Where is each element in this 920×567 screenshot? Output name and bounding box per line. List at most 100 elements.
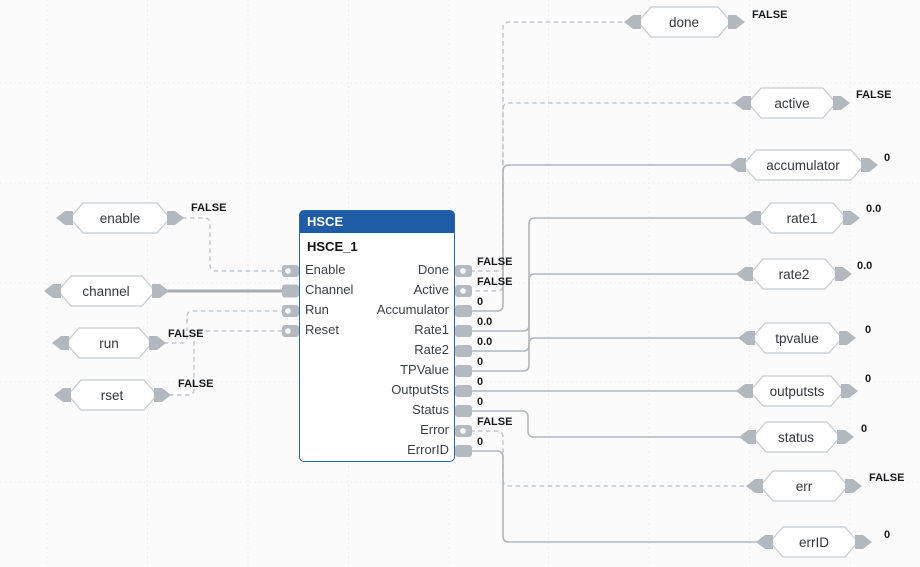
tag-left-connector-icon[interactable] bbox=[756, 535, 773, 549]
wire-enable-to-enable-pin[interactable] bbox=[182, 217, 282, 272]
tag-label: run bbox=[99, 336, 119, 351]
tag-right-connector-icon[interactable] bbox=[841, 384, 858, 398]
tag-value-rset: FALSE bbox=[178, 378, 213, 390]
pin-output-active-bool-dot bbox=[460, 288, 466, 294]
variable-tag-run[interactable]: run bbox=[52, 327, 166, 359]
wire-errorid-pin-to-errid[interactable] bbox=[470, 450, 758, 543]
wire-rate2-pin-to-rate2[interactable] bbox=[470, 273, 738, 352]
pin-output-accumulator[interactable] bbox=[455, 305, 472, 317]
wires-solid bbox=[167, 164, 758, 543]
wire-error-pin-to-err[interactable] bbox=[470, 430, 748, 487]
variable-tag-tpvalue[interactable]: tpvalue bbox=[738, 322, 856, 354]
pin-output-status[interactable] bbox=[455, 405, 472, 417]
variable-tag-outputsts[interactable]: outputsts bbox=[736, 375, 858, 407]
tag-label: outputsts bbox=[770, 384, 825, 399]
variable-tag-status[interactable]: status bbox=[739, 421, 854, 453]
variable-tag-done[interactable]: done bbox=[624, 6, 745, 38]
pin-input-channel[interactable] bbox=[282, 284, 299, 298]
tag-right-connector-icon[interactable] bbox=[154, 388, 171, 402]
pin-row: OutputSts bbox=[305, 380, 449, 400]
pin-input-run-bool-dot bbox=[285, 308, 291, 314]
wire-accumulator-pin-to-accumulator[interactable] bbox=[470, 164, 730, 312]
input-pin-label-run: Run bbox=[305, 302, 329, 317]
output-pin-values: FALSE FALSE 0 0.0 0.0 0 0 0 FALSE 0 bbox=[477, 256, 512, 448]
output-pin-label-rate1: Rate1 bbox=[414, 322, 449, 337]
pin-output-rate2[interactable] bbox=[455, 345, 472, 357]
tag-value-err: FALSE bbox=[869, 472, 904, 484]
tag-value-done: FALSE bbox=[752, 9, 787, 21]
pin-value-rate1: 0.0 bbox=[477, 316, 492, 328]
pin-output-tpvalue[interactable] bbox=[455, 365, 472, 377]
tag-right-connector-icon[interactable] bbox=[833, 96, 850, 110]
tag-value-rate2: 0.0 bbox=[857, 260, 872, 272]
tag-left-connector-icon[interactable] bbox=[746, 479, 763, 493]
tag-right-connector-icon[interactable] bbox=[839, 331, 856, 345]
variable-tag-accumulator[interactable]: accumulator bbox=[729, 149, 878, 181]
variable-tag-enable[interactable]: enable bbox=[56, 202, 184, 234]
variable-tag-active[interactable]: active bbox=[734, 87, 850, 119]
tag-right-connector-icon[interactable] bbox=[152, 284, 169, 298]
pin-value-outputsts: 0 bbox=[477, 376, 483, 388]
variable-tag-errid[interactable]: errID bbox=[756, 526, 872, 558]
wire-tpvalue-pin-to-tpvalue[interactable] bbox=[470, 337, 740, 372]
tag-right-connector-icon[interactable] bbox=[835, 267, 852, 281]
tag-left-connector-icon[interactable] bbox=[52, 336, 69, 350]
wire-done-pin-to-done[interactable] bbox=[470, 21, 626, 272]
tag-left-connector-icon[interactable] bbox=[44, 284, 61, 298]
pin-value-rate2: 0.0 bbox=[477, 336, 492, 348]
block-pins bbox=[282, 265, 472, 457]
tag-left-connector-icon[interactable] bbox=[738, 331, 755, 345]
tag-right-connector-icon[interactable] bbox=[728, 15, 745, 29]
tag-label: done bbox=[669, 15, 699, 30]
output-pin-label-error: Error bbox=[420, 422, 449, 437]
tag-label: rate2 bbox=[779, 267, 810, 282]
tag-right-connector-icon[interactable] bbox=[855, 535, 872, 549]
wire-status-pin-to-status[interactable] bbox=[470, 410, 741, 438]
pin-row: ErrorID bbox=[305, 440, 449, 460]
pin-value-accumulator: 0 bbox=[477, 296, 483, 308]
tag-left-connector-icon[interactable] bbox=[744, 211, 761, 225]
pin-value-done: FALSE bbox=[477, 256, 512, 268]
pin-output-outputsts[interactable] bbox=[455, 385, 472, 397]
output-pin-label-active: Active bbox=[413, 282, 449, 297]
tag-left-connector-icon[interactable] bbox=[56, 211, 73, 225]
tag-left-connector-icon[interactable] bbox=[736, 384, 753, 398]
tag-right-connector-icon[interactable] bbox=[843, 211, 860, 225]
pin-output-error-bool-dot bbox=[460, 428, 466, 434]
pin-row: TPValue bbox=[305, 360, 449, 380]
wires-dashed bbox=[164, 21, 748, 487]
pin-output-rate1[interactable] bbox=[455, 325, 472, 337]
wire-run-to-run-pin[interactable] bbox=[164, 310, 282, 344]
variable-tag-rset[interactable]: rset bbox=[54, 379, 171, 411]
tag-left-connector-icon[interactable] bbox=[739, 430, 756, 444]
tag-left-connector-icon[interactable] bbox=[54, 388, 71, 402]
wire-rate1-pin-to-rate1[interactable] bbox=[470, 217, 746, 332]
tag-label: status bbox=[778, 430, 814, 445]
pin-row: Status bbox=[305, 400, 449, 420]
tag-left-connector-icon[interactable] bbox=[624, 15, 641, 29]
variable-tag-rate1[interactable]: rate1 bbox=[744, 202, 860, 234]
tag-right-connector-icon[interactable] bbox=[149, 336, 166, 350]
tag-left-connector-icon[interactable] bbox=[734, 96, 751, 110]
tag-value-errid: 0 bbox=[884, 529, 890, 541]
tag-right-connector-icon[interactable] bbox=[845, 479, 862, 493]
tag-label: rate1 bbox=[787, 211, 818, 226]
variable-tag-channel[interactable]: channel bbox=[44, 275, 169, 307]
tag-right-connector-icon[interactable] bbox=[167, 211, 184, 225]
output-pin-label-tpvalue: TPValue bbox=[400, 362, 449, 377]
variable-tag-rate2[interactable]: rate2 bbox=[736, 258, 852, 290]
tag-value-accumulator: 0 bbox=[884, 152, 890, 164]
pin-value-status: 0 bbox=[477, 396, 483, 408]
variable-tag-err[interactable]: err bbox=[746, 470, 862, 502]
tag-right-connector-icon[interactable] bbox=[861, 158, 878, 172]
pin-output-done-bool-dot bbox=[460, 268, 466, 274]
tag-left-connector-icon[interactable] bbox=[736, 267, 753, 281]
tag-label: err bbox=[796, 479, 813, 494]
tag-label: rset bbox=[101, 388, 124, 403]
pin-output-errorid[interactable] bbox=[455, 445, 472, 457]
tag-left-connector-icon[interactable] bbox=[729, 158, 746, 172]
tag-right-connector-icon[interactable] bbox=[837, 430, 854, 444]
